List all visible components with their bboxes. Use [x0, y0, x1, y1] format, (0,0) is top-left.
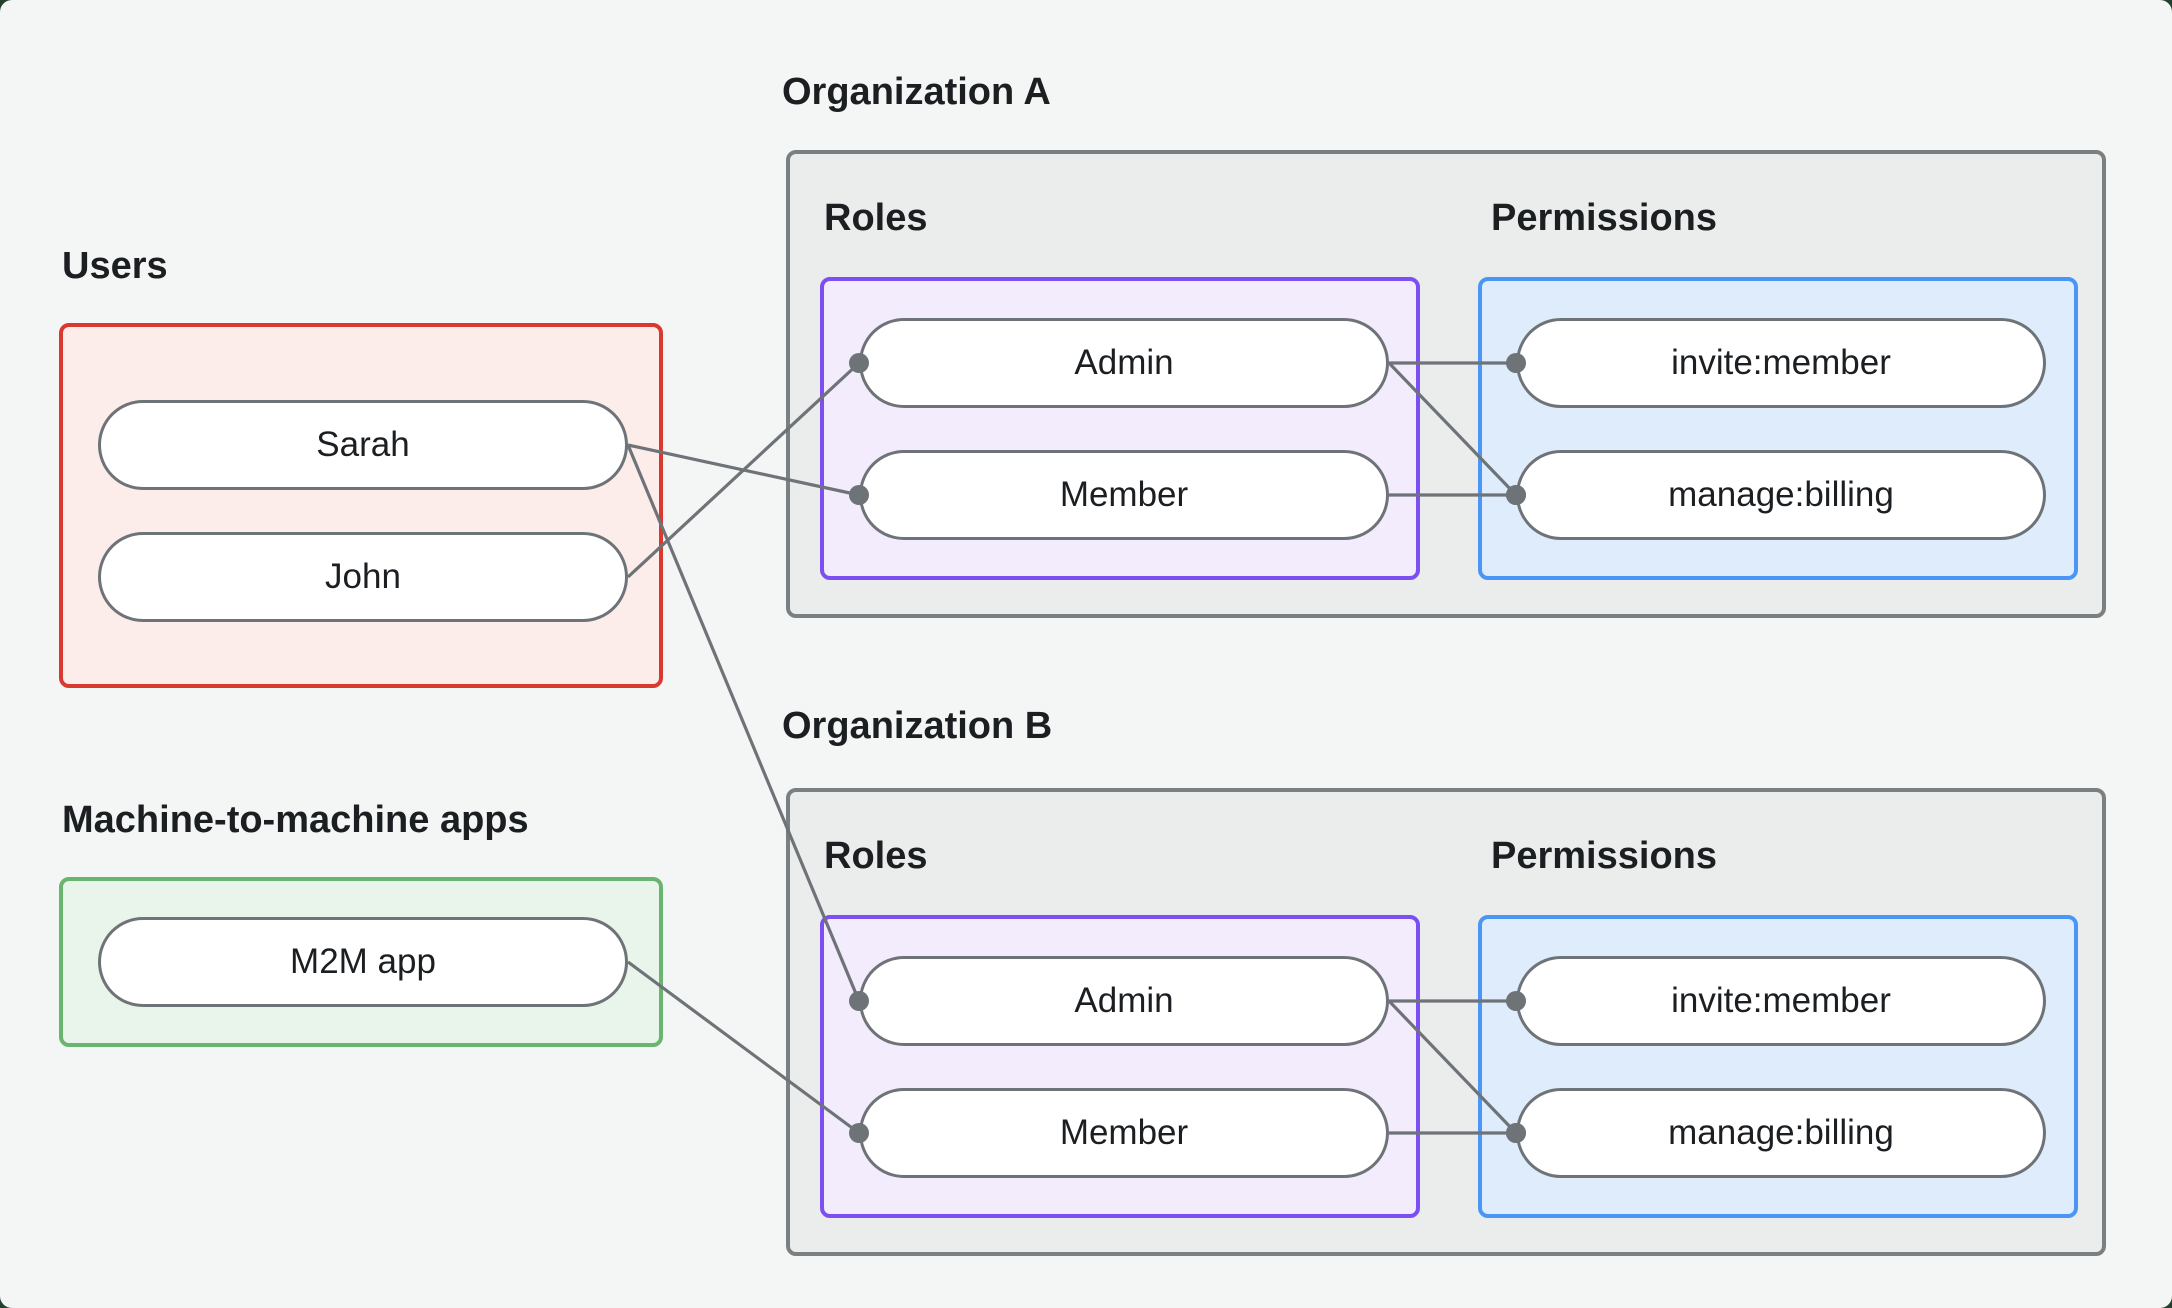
node-org-b-manage-billing-label: manage:billing	[1668, 1113, 1894, 1152]
node-org-b-invite-member-label: invite:member	[1671, 981, 1891, 1020]
users-group-box	[59, 323, 663, 688]
node-org-a-manage-billing: manage:billing	[1516, 450, 2046, 540]
node-sarah: Sarah	[98, 400, 628, 490]
node-org-b-admin-label: Admin	[1074, 981, 1174, 1020]
org-a-permissions-label: Permissions	[1491, 197, 1717, 239]
users-group-label: Users	[62, 245, 168, 287]
node-org-b-member: Member	[859, 1088, 1389, 1178]
node-org-a-invite-member: invite:member	[1516, 318, 2046, 408]
node-org-b-manage-billing: manage:billing	[1516, 1088, 2046, 1178]
node-org-a-invite-member-label: invite:member	[1671, 343, 1891, 382]
node-org-a-member-label: Member	[1059, 475, 1189, 514]
node-org-b-admin: Admin	[859, 956, 1389, 1046]
node-org-b-member-label: Member	[1059, 1113, 1189, 1152]
m2m-group-label: Machine-to-machine apps	[62, 799, 529, 841]
node-john-label: John	[325, 557, 401, 596]
org-b-permissions-label: Permissions	[1491, 835, 1717, 877]
node-john: John	[98, 532, 628, 622]
org-a-roles-label: Roles	[824, 197, 928, 239]
node-org-b-invite-member: invite:member	[1516, 956, 2046, 1046]
org-b-roles-label: Roles	[824, 835, 928, 877]
node-org-a-manage-billing-label: manage:billing	[1668, 475, 1894, 514]
node-org-a-admin-label: Admin	[1074, 343, 1174, 382]
node-org-a-admin: Admin	[859, 318, 1389, 408]
node-m2m-app: M2M app	[98, 917, 628, 1007]
org-b-title: Organization B	[782, 705, 1053, 747]
node-sarah-label: Sarah	[316, 425, 410, 464]
node-org-a-member: Member	[859, 450, 1389, 540]
org-a-title: Organization A	[782, 71, 1051, 113]
node-m2m-app-label: M2M app	[290, 942, 436, 981]
